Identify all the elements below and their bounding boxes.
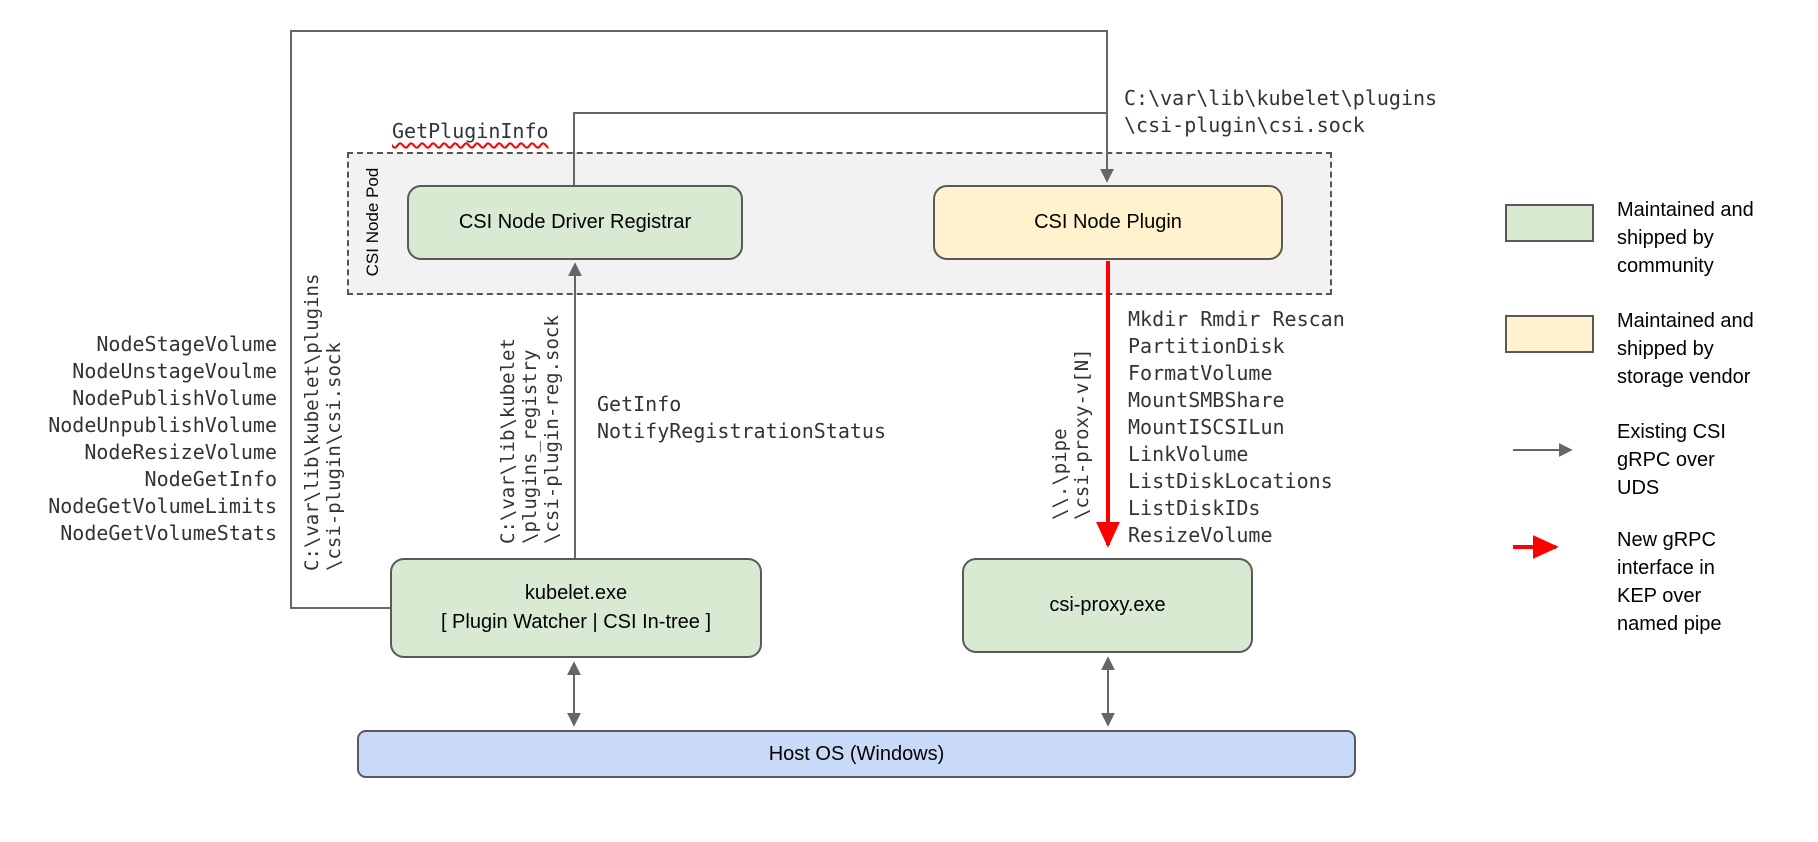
- legend-existing-grpc-text: Existing CSI gRPC over UDS: [1617, 418, 1726, 502]
- node-method-item: NodeUnpublishVolume: [48, 413, 277, 437]
- named-pipe-path-label: \\.\pipe \csi-proxy-v[N]: [1049, 320, 1093, 520]
- registrar-getplugininfo-connector: [573, 112, 1106, 185]
- named-pipe-line2: \csi-proxy-v[N]: [1071, 348, 1093, 520]
- vendor-color-swatch: [1505, 315, 1594, 353]
- csi-sock-path-line2: \csi-plugin\csi.sock: [1124, 113, 1365, 137]
- proxy-method-item: ListDiskLocations: [1128, 469, 1333, 493]
- proxy-method-item: MountSMBShare: [1128, 388, 1285, 412]
- registrar-label: CSI Node Driver Registrar: [458, 211, 692, 233]
- get-info-label: GetInfo: [597, 392, 682, 416]
- registry-sock-line3: \csi-plugin-reg.sock: [541, 315, 563, 544]
- legend-existing-line: UDS: [1617, 477, 1660, 499]
- proxy-method-item: MountISCSILun: [1128, 415, 1285, 439]
- host-os-box: Host OS (Windows): [357, 730, 1356, 778]
- node-method-item: NodeGetVolumeLimits: [48, 494, 277, 518]
- legend-new-grpc-text: New gRPC interface in KEP over named pip…: [1617, 526, 1722, 638]
- csi-node-plugin-box: CSI Node Plugin: [933, 185, 1283, 260]
- csi-sock-path-label: C:\var\lib\kubelet\plugins \csi-plugin\c…: [1124, 85, 1437, 139]
- legend-new-line: interface in: [1617, 557, 1715, 579]
- host-os-label: Host OS (Windows): [768, 742, 945, 765]
- notify-registration-status-label: NotifyRegistrationStatus: [597, 419, 886, 443]
- node-method-item: NodePublishVolume: [72, 386, 277, 410]
- csi-node-driver-registrar-box: CSI Node Driver Registrar: [407, 185, 743, 260]
- kubelet-label-line1: kubelet.exe: [524, 582, 628, 604]
- proxy-method-item: ResizeVolume: [1128, 523, 1273, 547]
- csi-sock-path-vertical-label: C:\var\lib\kubelet\plugins \csi-plugin\c…: [301, 271, 345, 571]
- legend-community-line: Maintained and: [1617, 199, 1754, 221]
- proxy-method-item: ListDiskIDs: [1128, 496, 1261, 520]
- legend-vendor-line: shipped by: [1617, 338, 1714, 360]
- proxy-method-item: PartitionDisk: [1128, 334, 1285, 358]
- legend-community-text: Maintained and shipped by community: [1617, 196, 1754, 280]
- named-pipe-line1: \\.\pipe: [1049, 428, 1071, 520]
- plugin-label: CSI Node Plugin: [1034, 211, 1182, 233]
- csi-node-pod-label: CSI Node Pod: [363, 167, 382, 277]
- kubelet-label-line2: [ Plugin Watcher | CSI In-tree ]: [440, 611, 712, 633]
- node-method-item: NodeGetVolumeStats: [60, 521, 277, 545]
- node-method-item: NodeGetInfo: [144, 467, 277, 491]
- node-method-item: NodeResizeVolume: [84, 440, 277, 464]
- getplugininfo-label: GetPluginInfo: [392, 119, 549, 143]
- community-color-swatch: [1505, 204, 1594, 242]
- csi-proxy-box: csi-proxy.exe: [962, 558, 1253, 653]
- kubelet-to-plugin-uds-arrow: [290, 30, 1114, 609]
- registry-sock-path-label: C:\var\lib\kubelet \plugins_registry \cs…: [497, 304, 563, 544]
- node-method-item: NodeStageVolume: [96, 332, 277, 356]
- registration-calls-label: GetInfo NotifyRegistrationStatus: [597, 391, 886, 445]
- csi-sock-vertical-line2: \csi-plugin\csi.sock: [323, 342, 345, 571]
- legend-community-line: shipped by: [1617, 227, 1714, 249]
- csi-sock-vertical-line1: C:\var\lib\kubelet\plugins: [301, 273, 323, 571]
- legend-existing-line: Existing CSI: [1617, 421, 1726, 443]
- legend-new-line: KEP over: [1617, 585, 1702, 607]
- csi-proxy-label: csi-proxy.exe: [1049, 594, 1166, 616]
- registry-sock-line2: \plugins_registry: [519, 349, 541, 544]
- registry-sock-line1: C:\var\lib\kubelet: [497, 338, 519, 544]
- legend-community-line: community: [1617, 255, 1714, 277]
- node-methods-list: NodeStageVolume NodeUnstageVoulme NodePu…: [40, 331, 277, 547]
- node-method-item: NodeUnstageVoulme: [72, 359, 277, 383]
- legend-new-line: New gRPC: [1617, 529, 1716, 551]
- legend-vendor-line: Maintained and: [1617, 310, 1754, 332]
- proxy-methods-list: Mkdir Rmdir Rescan PartitionDisk FormatV…: [1128, 306, 1345, 549]
- proxy-method-item: FormatVolume: [1128, 361, 1273, 385]
- kubelet-box: kubelet.exe [ Plugin Watcher | CSI In-tr…: [390, 558, 762, 658]
- proxy-method-item: Mkdir Rmdir Rescan: [1128, 307, 1345, 331]
- legend-existing-line: gRPC over: [1617, 449, 1715, 471]
- proxy-method-item: LinkVolume: [1128, 442, 1249, 466]
- legend-new-line: named pipe: [1617, 613, 1722, 635]
- csi-sock-path-line1: C:\var\lib\kubelet\plugins: [1124, 86, 1438, 110]
- legend-vendor-text: Maintained and shipped by storage vendor: [1617, 307, 1754, 391]
- legend-vendor-line: storage vendor: [1617, 366, 1751, 388]
